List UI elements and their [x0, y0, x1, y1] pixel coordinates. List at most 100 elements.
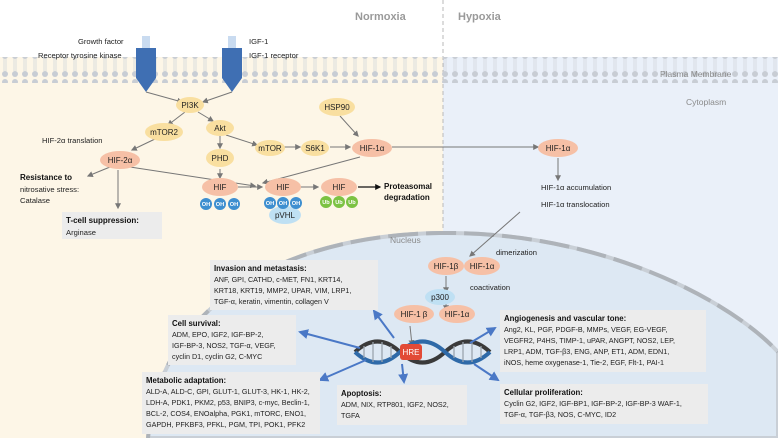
svg-text:TGF-α, keratin, vimentin, coll: TGF-α, keratin, vimentin, collagen V — [214, 297, 329, 306]
svg-text:BCL-2, COS4, ENOalpha, PGK1, m: BCL-2, COS4, ENOalpha, PGK1, mTORC, ENO1… — [146, 409, 306, 418]
svg-text:HIF-1α: HIF-1α — [445, 310, 470, 319]
svg-text:LDH-A, PDK1, PKM2, p53, BNIP3: LDH-A, PDK1, PKM2, p53, BNIP3, c-myc, Be… — [146, 398, 310, 407]
cell-survival-box: Cell survival: ADM, EPO, IGF2, IGF-BP-2,… — [168, 315, 296, 365]
svg-text:HIF-1β: HIF-1β — [434, 262, 459, 271]
hif1b-hif1a-dimer: HIF-1β HIF-1α — [428, 257, 500, 275]
resistance-title: Resistance to — [20, 173, 72, 182]
svg-text:GAPDH, PFKBF3, PFKL, PGM, TPI,: GAPDH, PFKBF3, PFKL, PGM, TPI, POK1, PFK… — [146, 420, 305, 429]
svg-text:Cellular proliferation:: Cellular proliferation: — [504, 388, 583, 397]
svg-text:HIF: HIF — [333, 183, 346, 192]
nucleus-label: Nucleus — [390, 235, 421, 245]
tcell-body: Arginase — [66, 228, 96, 237]
svg-text:PI3K: PI3K — [181, 101, 199, 110]
ubiquitin-icon: Ub — [333, 196, 345, 208]
svg-text:mTOR: mTOR — [258, 144, 282, 153]
oh-group-icon: OH — [277, 197, 289, 209]
svg-text:HIF-1α: HIF-1α — [546, 144, 571, 153]
svg-text:HRE: HRE — [403, 348, 420, 357]
svg-text:ADM, EPO, IGF2, IGF-BP-2,: ADM, EPO, IGF2, IGF-BP-2, — [172, 330, 263, 339]
receptor-tyrosine-kinase-icon — [136, 36, 156, 92]
hypoxia-header: Hypoxia — [458, 11, 502, 23]
svg-text:HIF-2α: HIF-2α — [108, 156, 133, 165]
svg-text:HIF-1α: HIF-1α — [360, 144, 385, 153]
hif2a-translation-label: HIF-2α translation — [42, 136, 103, 145]
akt-node: Akt — [206, 120, 234, 136]
svg-text:OH: OH — [292, 201, 300, 207]
s6k1-node: S6K1 — [301, 140, 329, 156]
tcell-box — [62, 212, 162, 239]
tcell-title: T-cell suppression: — [66, 216, 139, 225]
svg-text:mTOR2: mTOR2 — [150, 128, 178, 137]
mtor2-node: mTOR2 — [145, 123, 183, 141]
hif1-complex: HIF-1 β HIF-1α — [394, 305, 475, 323]
angiogenesis-box: Angiogenesis and vascular tone: Ang2, KL… — [500, 310, 706, 372]
pvhl-label: pVHL — [275, 211, 296, 220]
metabolic-box: Metabolic adaptation: ALD-A, ALD-C, GPI,… — [142, 372, 320, 434]
phd-node: PHD — [206, 149, 234, 167]
cytoplasm-label: Cytoplasm — [686, 97, 726, 107]
svg-text:OH: OH — [216, 202, 224, 208]
hif-ubiquitinated-node: HIF Ub Ub Ub — [320, 178, 358, 208]
dna-helix-icon: HRE — [353, 339, 492, 365]
hsp90-node: HSP90 — [319, 98, 355, 116]
igf1-label: IGF-1 — [249, 37, 268, 46]
oh-group-icon: OH — [214, 198, 226, 210]
translocation-label: HIF-1α translocation — [541, 200, 610, 209]
svg-text:Cyclin G2, IGF2, IGF-BP1, IGF-: Cyclin G2, IGF2, IGF-BP1, IGF-BP-2, IGF-… — [504, 399, 682, 408]
hif1a-hypoxia-node: HIF-1α — [538, 139, 578, 157]
svg-text:ANF, GPI, CATHD, c-MET, FN1, K: ANF, GPI, CATHD, c-MET, FN1, KRT14, — [214, 275, 342, 284]
svg-text:KRT18, KRT19, MMP2, UPAR, VIM,: KRT18, KRT19, MMP2, UPAR, VIM, LRP1, — [214, 286, 351, 295]
svg-text:ALD-A, ALD-C, GPI, GLUT-1, GLU: ALD-A, ALD-C, GPI, GLUT-1, GLUT-3, HK-1,… — [146, 387, 310, 396]
svg-text:HIF-1 β: HIF-1 β — [401, 310, 428, 319]
svg-text:HIF: HIF — [214, 183, 227, 192]
oh-group-icon: OH — [200, 198, 212, 210]
growth-factor-label: Growth factor — [78, 37, 124, 46]
hif-hydroxylated-node: HIF OH OH OH — [200, 178, 240, 210]
svg-text:Apoptosis:: Apoptosis: — [341, 389, 382, 398]
proteasomal-label-2: degradation — [384, 193, 430, 202]
hif-pvhl-complex: pVHL HIF OH OH OH — [264, 178, 302, 224]
svg-text:PHD: PHD — [212, 154, 229, 163]
oh-group-icon: OH — [228, 198, 240, 210]
mtor-node: mTOR — [255, 140, 285, 156]
ubiquitin-icon: Ub — [320, 196, 332, 208]
hif2a-node: HIF-2α — [100, 151, 140, 169]
proliferation-box: Cellular proliferation: Cyclin G2, IGF2,… — [500, 384, 708, 424]
resistance-body-1: nitrosative stress: — [20, 185, 79, 194]
svg-text:Invasion and metastasis:: Invasion and metastasis: — [214, 264, 307, 273]
svg-text:Angiogenesis and vascular tone: Angiogenesis and vascular tone: — [504, 314, 626, 323]
oh-group-icon: OH — [290, 197, 302, 209]
ubiquitin-icon: Ub — [346, 196, 358, 208]
svg-text:OH: OH — [202, 202, 210, 208]
igf1-receptor-icon — [222, 36, 242, 92]
apoptosis-box: Apoptosis: ADM, NIX, RTP801, IGF2, NOS2,… — [337, 385, 467, 425]
svg-text:OH: OH — [266, 201, 274, 207]
svg-text:TGF-α, TGF-β3, NOS, C-MYC, ID2: TGF-α, TGF-β3, NOS, C-MYC, ID2 — [504, 410, 616, 419]
svg-text:Akt: Akt — [214, 124, 226, 133]
svg-text:VEGFR2, P4HS, TIMP-1, uPAR, AN: VEGFR2, P4HS, TIMP-1, uPAR, ANGPT, NOS2,… — [504, 336, 675, 345]
svg-text:HIF-1α: HIF-1α — [470, 262, 495, 271]
dimerization-label: dimerization — [496, 248, 537, 257]
svg-text:iNOS, heme oxygenase-1, Tie-2,: iNOS, heme oxygenase-1, Tie-2, EGF, Flt-… — [504, 358, 664, 367]
invasion-box: Invasion and metastasis: ANF, GPI, CATHD… — [210, 260, 378, 310]
svg-text:HIF: HIF — [277, 183, 290, 192]
svg-text:OH: OH — [230, 202, 238, 208]
rtk-label: Receptor tyrosine kinase — [38, 51, 122, 60]
svg-text:IGF-BP-3, NOS2, TGF-α, VEGF,: IGF-BP-3, NOS2, TGF-α, VEGF, — [172, 341, 275, 350]
svg-text:Ang2, KL, PGF, PDGF-B, MMPs, V: Ang2, KL, PGF, PDGF-B, MMPs, VEGF, EG-VE… — [504, 325, 667, 334]
target-gene-arrows — [298, 309, 500, 384]
p300-node: p300 — [425, 289, 455, 305]
svg-text:ADM, NIX, RTP801, IGF2, NOS2,: ADM, NIX, RTP801, IGF2, NOS2, — [341, 400, 449, 409]
svg-text:TGFA: TGFA — [341, 411, 360, 420]
normoxia-header: Normoxia — [355, 11, 407, 23]
oh-group-icon: OH — [264, 197, 276, 209]
plasma-membrane-label: Plasma Membrane — [660, 69, 732, 79]
igf1-receptor-label: IGF-1 receptor — [249, 51, 299, 60]
coactivation-label: coactivation — [470, 283, 510, 292]
svg-text:Ub: Ub — [335, 200, 343, 206]
svg-text:Cell survival:: Cell survival: — [172, 319, 221, 328]
proteasomal-label-1: Proteasomal — [384, 182, 432, 191]
hre-element: HRE — [400, 344, 422, 360]
